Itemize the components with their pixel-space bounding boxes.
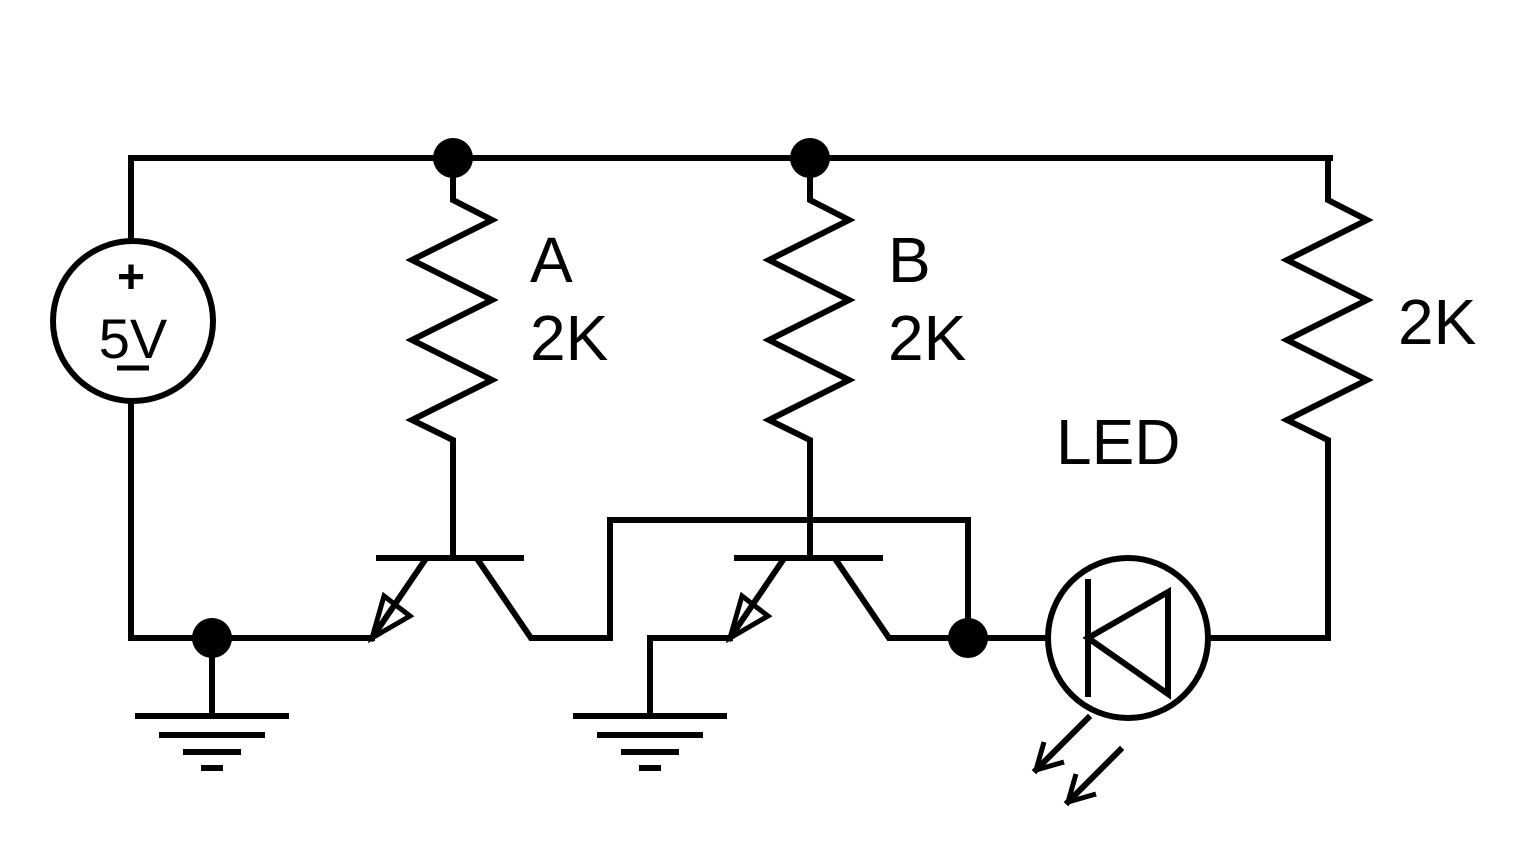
led-symbol [1045,555,1211,721]
transistor-a-emitter [367,555,430,643]
source-plus-sign: + [117,251,145,304]
ground-1-symbol [135,713,289,771]
resistor-b-value: 2K [888,302,966,374]
transistor-b-emitter-arrow [725,591,773,644]
resistor-b-symbol [762,155,856,558]
resistor-a-name: A [530,224,573,296]
transistor-b-ground-wire [647,635,733,719]
resistor-led-value: 2K [1398,286,1476,358]
led-triangle [1082,586,1171,700]
ground-2-symbol [573,713,727,771]
resistor-a-symbol [405,155,499,558]
transistor-a-emitter-arrow [367,591,415,644]
transistor-b-collector [831,555,1051,641]
voltage-source-symbol [50,238,216,404]
interstage-wire [607,517,971,641]
source-voltage-label: 5V [99,307,168,370]
junction-dot-led [948,618,988,658]
resistor-b-name: B [888,224,931,296]
led-label: LED [1056,406,1181,478]
transistor-b-emitter [725,555,788,643]
transistor-a-collector [473,555,613,641]
resistor-a-value: 2K [530,302,608,374]
led-light-arrows-icon [1031,713,1125,807]
resistor-led-symbol [1207,155,1374,641]
source-bottom-wire [128,399,375,641]
